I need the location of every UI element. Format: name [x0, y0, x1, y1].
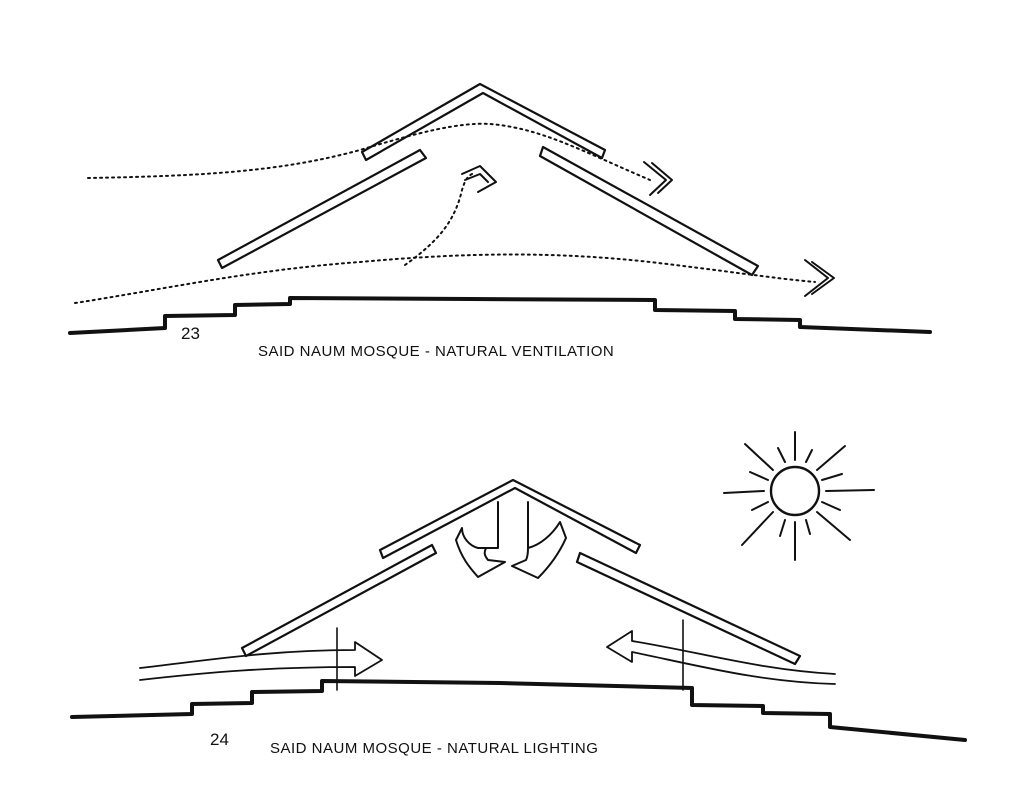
- sun-icon: [723, 431, 875, 561]
- wind-left-24: [139, 641, 383, 681]
- airflow-rising-23: [404, 173, 473, 266]
- airflow-arrowhead-right-23: [643, 161, 673, 196]
- left-roof-slab-23: [216, 148, 428, 270]
- airflow-upper-23: [87, 122, 651, 181]
- ridge-roof-24: [378, 478, 642, 560]
- figure-number-23: 23: [181, 324, 200, 343]
- light-arrow-left-24: [455, 501, 506, 578]
- figure-number-24: 24: [210, 730, 229, 749]
- light-arrow-right-24: [511, 501, 567, 579]
- lighting-section: [70, 431, 967, 742]
- ridge-roof-23: [360, 82, 607, 162]
- figure-caption-24: SAID NAUM MOSQUE - NATURAL LIGHTING: [270, 740, 599, 757]
- right-roof-slab-24: [575, 551, 802, 666]
- figure-caption-23: SAID NAUM MOSQUE - NATURAL VENTILATION: [258, 343, 615, 360]
- airflow-arrowhead-exit-23: [804, 259, 835, 297]
- ventilation-section: [68, 82, 932, 335]
- ground-line-24: [70, 679, 967, 742]
- airflow-arrowhead-top-23: [461, 165, 497, 193]
- ground-line-23: [68, 296, 932, 335]
- airflow-lower-23: [74, 253, 816, 304]
- left-roof-slab-24: [240, 543, 438, 658]
- right-roof-slab-23: [538, 145, 760, 277]
- wind-right-24: [606, 630, 836, 685]
